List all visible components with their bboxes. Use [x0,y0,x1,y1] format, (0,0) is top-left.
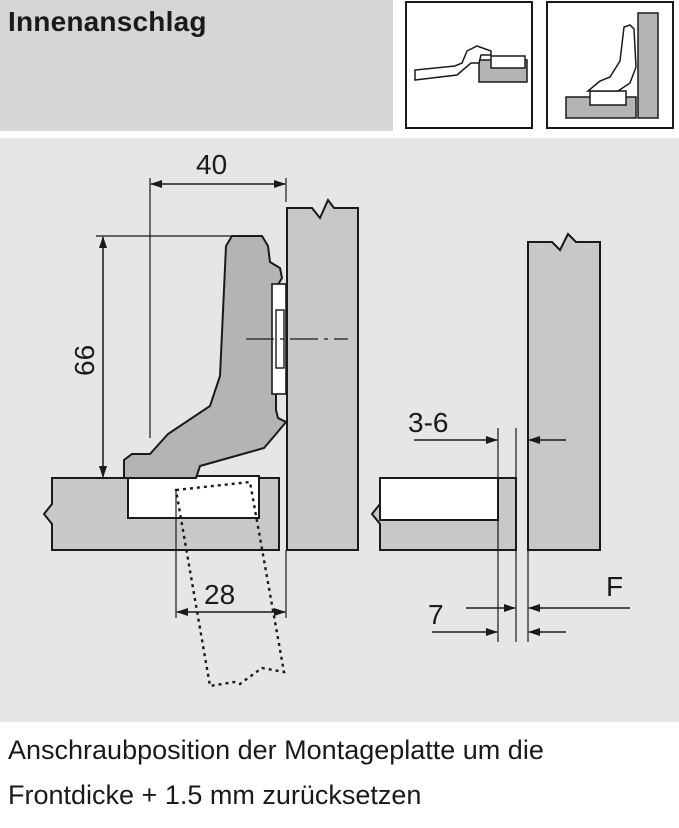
caption: Anschraubposition der Montageplatte um d… [8,728,676,818]
caption-line-2: Frontdicke + 1.5 mm zurücksetzen [8,780,422,810]
hinge-arm [123,235,288,479]
page-title: Innenanschlag [8,6,207,37]
force-label: F [606,571,623,602]
technical-drawing: 40 66 28 3-6 7 F [0,138,679,722]
cabinet-side-panel-left [286,198,359,551]
dimension-label-40: 40 [196,149,227,180]
thumbnail-hinge-flat [405,1,533,129]
door-panel-right-inset [379,477,499,521]
dimension-label-3-6: 3-6 [408,407,448,438]
dimension-label-28: 28 [204,579,235,610]
dimension-label-66: 66 [69,345,100,376]
caption-line-1: Anschraubposition der Montageplatte um d… [8,735,544,765]
header-banner: Innenanschlag [0,0,393,131]
cabinet-side-panel-right [527,232,601,551]
hinge-flat-illustration [414,45,528,83]
hinge-inset-illustration [565,12,659,119]
thumbnail-hinge-inset [546,1,674,129]
dimension-label-7: 7 [428,599,444,630]
